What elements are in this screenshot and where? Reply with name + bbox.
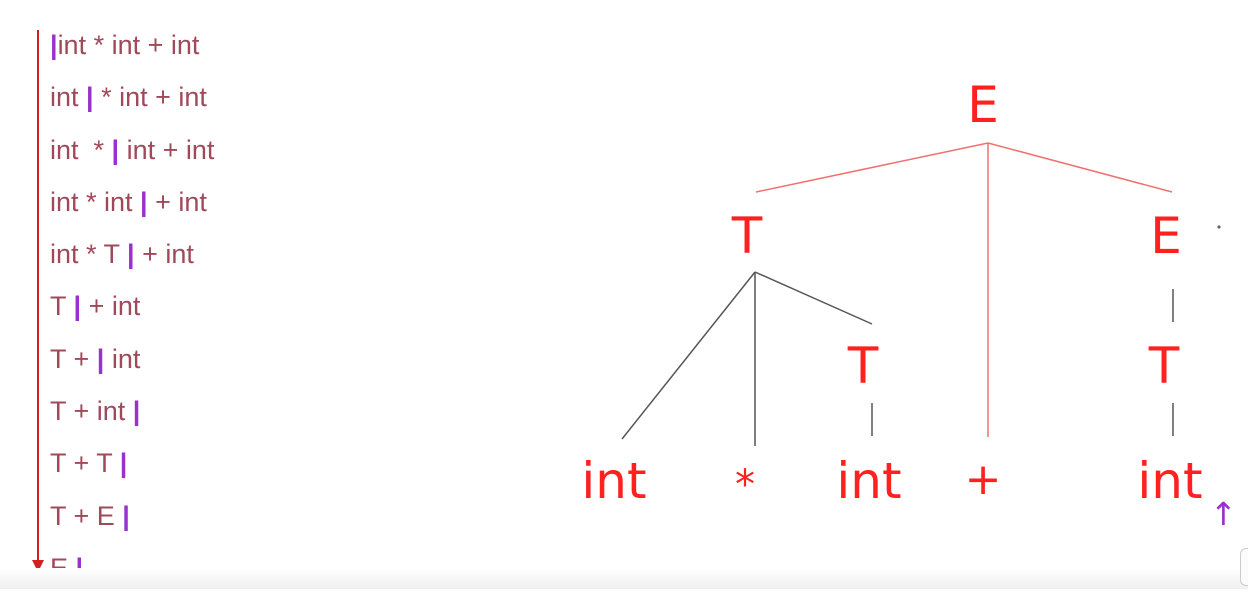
node-T-right: T <box>1148 337 1180 395</box>
leaf-star: * <box>735 462 755 508</box>
node-E-right: E <box>1150 207 1182 265</box>
cursor-marker: | <box>119 448 128 479</box>
step-prefix: int * <box>50 134 112 165</box>
node-root-E: E <box>967 76 999 134</box>
bottom-bar <box>0 568 1248 589</box>
cursor-marker: | <box>73 291 82 322</box>
step-suffix: * int + int <box>93 82 207 113</box>
step-prefix: T + T <box>50 448 120 479</box>
step-suffix: int * int + int <box>57 30 200 60</box>
step-suffix: + int <box>81 291 141 322</box>
stray-dot <box>1217 225 1221 229</box>
step-prefix: T <box>50 291 74 322</box>
cursor-marker: | <box>127 239 135 270</box>
edge-T-to-int <box>621 271 756 440</box>
edge-T-to-T <box>754 271 873 325</box>
step-suffix: int <box>104 343 141 374</box>
cursor-marker: | <box>86 82 94 113</box>
edge-root-to-E <box>987 142 1173 193</box>
trace-step: int | * int + int <box>50 80 214 132</box>
step-prefix: int * T <box>50 239 128 270</box>
edge-root-to-T <box>755 142 989 193</box>
trace-step: int * int | + int <box>50 185 214 237</box>
trace-step: int * T | + int <box>50 237 214 289</box>
step-suffix: + int <box>147 186 207 217</box>
leaf-int-3: int <box>1137 452 1202 510</box>
trace-step: int * | int + int <box>50 133 214 185</box>
step-prefix: int <box>50 82 87 113</box>
step-prefix: int * int <box>50 186 141 217</box>
step-suffix: int + int <box>119 134 215 165</box>
side-panel-tab[interactable] <box>1240 548 1248 586</box>
step-suffix: + int <box>134 239 194 270</box>
trace-step: |int * int + int <box>50 28 214 80</box>
trace-step: T + | int <box>50 342 214 394</box>
step-prefix: T + int <box>50 396 133 427</box>
step-prefix: T + <box>50 343 97 374</box>
node-T-left: T <box>731 207 763 265</box>
step-prefix: T + E <box>50 500 123 531</box>
cursor-marker: | <box>122 500 130 531</box>
trace-step: T | + int <box>50 289 214 341</box>
cursor-marker: | <box>76 553 84 583</box>
cursor-marker: | <box>111 134 120 165</box>
cursor-marker: | <box>96 343 105 374</box>
node-T-inner: T <box>847 337 879 395</box>
leaf-int-2: int <box>836 452 901 510</box>
trace-step: T + int | <box>50 394 214 446</box>
cursor-marker: | <box>132 396 141 427</box>
cursor-marker: | <box>140 186 148 217</box>
up-arrow-icon: ↑ <box>1210 495 1237 533</box>
parse-tree: E T E T T int * int + int <box>581 76 1221 510</box>
progress-arrow-line <box>37 30 39 565</box>
trace-step: T + E | <box>50 499 214 551</box>
leaf-int-1: int <box>581 452 646 510</box>
trace-step: T + T | <box>50 446 214 498</box>
leaf-plus: + <box>965 454 1002 505</box>
cursor-marker: | <box>50 30 58 60</box>
